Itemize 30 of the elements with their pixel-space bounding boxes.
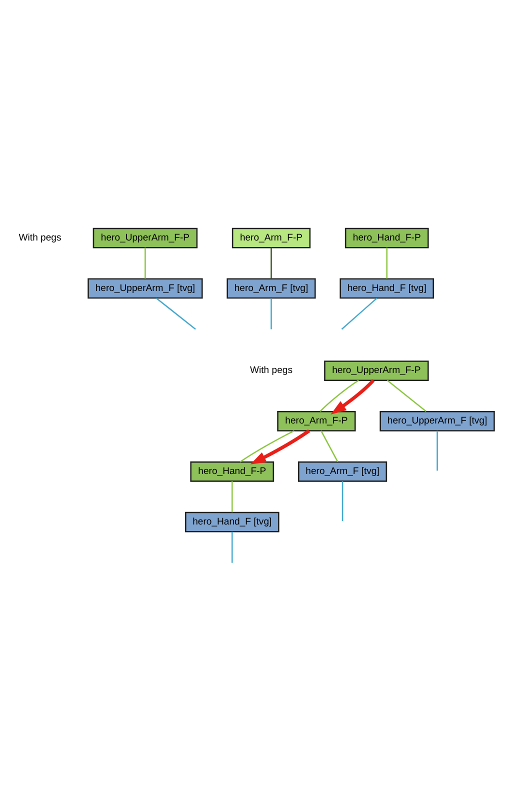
connector xyxy=(320,380,359,412)
node-box: hero_Hand_F-P xyxy=(344,228,429,248)
label: With pegs xyxy=(250,365,292,376)
node-box: hero_UpperArm_F [tvg] xyxy=(380,411,495,432)
node-box: hero_UpperArm_F-P xyxy=(92,228,198,248)
connector xyxy=(270,248,272,279)
node-box: hero_Hand_F-P xyxy=(190,461,274,482)
node-box: hero_Arm_F [tvg] xyxy=(298,461,388,482)
node-box: hero_Hand_F [tvg] xyxy=(184,512,280,532)
node-box: hero_Arm_F [tvg] xyxy=(226,278,316,299)
connector xyxy=(342,481,344,522)
node-box: hero_Arm_F-P xyxy=(277,411,356,432)
arrow xyxy=(250,429,310,464)
node-box: hero_UpperArm_F [tvg] xyxy=(88,278,203,299)
node-box: hero_Hand_F [tvg] xyxy=(340,278,434,299)
connector xyxy=(231,481,233,512)
node-box: hero_Arm_F-P xyxy=(232,228,311,248)
connector xyxy=(320,430,338,462)
connector xyxy=(386,380,426,412)
connector xyxy=(436,430,438,471)
connector xyxy=(386,248,388,279)
connector xyxy=(341,298,378,330)
connector xyxy=(231,532,233,563)
connector xyxy=(156,298,196,330)
connector xyxy=(270,298,272,330)
label: With pegs xyxy=(18,232,62,244)
connector xyxy=(240,430,294,463)
connector xyxy=(144,248,146,279)
node-box: hero_UpperArm_F-P xyxy=(324,360,429,381)
arrow xyxy=(330,379,375,415)
